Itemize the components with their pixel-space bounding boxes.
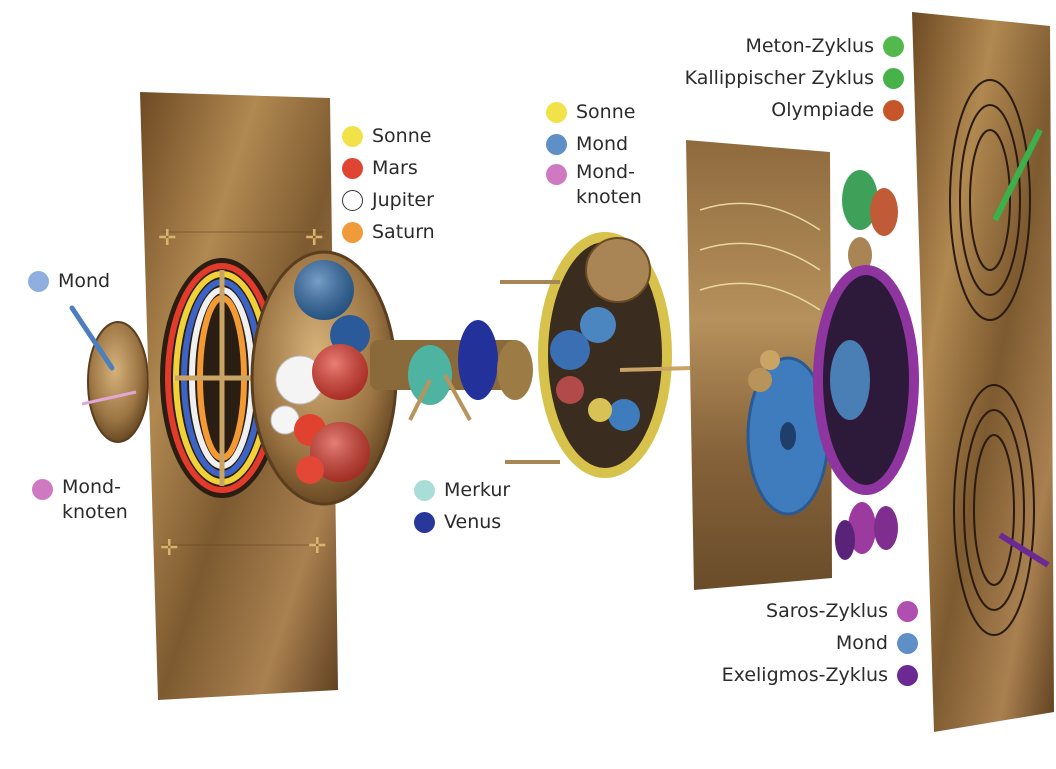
rear-plate: [686, 140, 832, 590]
legend-item-mondknoten-mid: Mond-knoten: [546, 160, 642, 210]
legend-label: Olympiade: [771, 99, 874, 121]
legend-item-jupiter: Jupiter: [342, 184, 435, 216]
legend-label: Mars: [372, 157, 418, 179]
legend-label: Mond-knoten: [576, 160, 642, 210]
circle-icon: [546, 102, 567, 123]
legend-item-sonne-mid: Sonne: [546, 96, 642, 128]
legend-item-olympiade: Olympiade: [685, 94, 904, 126]
legend-item-saturn: Saturn: [342, 216, 435, 248]
legend-label: Meton-Zyklus: [745, 35, 874, 57]
legend-label: Mond: [58, 270, 110, 292]
moon-pointer-disc: [72, 308, 148, 442]
circle-icon: [414, 480, 435, 501]
legend-item-sonne: Sonne: [342, 120, 435, 152]
legend-label: Mond: [576, 133, 628, 155]
circle-outline-icon: [342, 190, 363, 211]
svg-text:✛: ✛: [308, 534, 326, 559]
circle-icon: [897, 633, 918, 654]
legend-item-mond-back: Mond: [722, 627, 918, 659]
legend-middle: Sonne Mond Mond-knoten: [546, 96, 642, 210]
legend-label: Sonne: [576, 101, 635, 123]
svg-text:✛: ✛: [158, 226, 176, 251]
legend-label: Sonne: [372, 125, 431, 147]
circle-icon: [897, 665, 918, 686]
legend-mondknoten-left: Mond-knoten: [32, 475, 128, 525]
circle-icon: [342, 222, 363, 243]
legend-item-venus: Venus: [414, 506, 510, 538]
legend-item-mond-mid: Mond: [546, 128, 642, 160]
svg-text:✛: ✛: [305, 226, 323, 251]
legend-inner-planets: Merkur Venus: [414, 474, 510, 538]
legend-item-saros: Saros-Zyklus: [722, 595, 918, 627]
legend-item-kallippisch: Kallippischer Zyklus: [685, 62, 904, 94]
back-plate-spiral-dials: [912, 12, 1054, 732]
legend-item-merkur: Merkur: [414, 474, 510, 506]
circle-icon: [546, 134, 567, 155]
legend-item-mars: Mars: [342, 152, 435, 184]
legend-cycles-bottom: Saros-Zyklus Mond Exeligmos-Zyklus: [722, 595, 918, 691]
legend-planets: Sonne Mars Jupiter Saturn: [342, 120, 435, 248]
circle-icon: [546, 164, 567, 185]
svg-text:✛: ✛: [160, 536, 178, 561]
circle-icon: [883, 100, 904, 121]
legend-item-meton: Meton-Zyklus: [685, 30, 904, 62]
circle-icon: [342, 126, 363, 147]
legend-label: Mond-knoten: [62, 475, 128, 525]
legend-item-exeligmos: Exeligmos-Zyklus: [722, 659, 918, 691]
circle-icon: [883, 68, 904, 89]
legend-label: Jupiter: [372, 189, 434, 211]
back-gear-train: [818, 170, 914, 560]
legend-label: Kallippischer Zyklus: [685, 67, 874, 89]
legend-item-mondknoten: Mond-knoten: [32, 475, 128, 525]
legend-label: Venus: [444, 511, 501, 533]
circle-icon: [414, 512, 435, 533]
legend-mond-left: Mond: [28, 265, 110, 297]
legend-cycles-top: Meton-Zyklus Kallippischer Zyklus Olympi…: [685, 30, 904, 126]
legend-label: Saturn: [372, 221, 435, 243]
circle-icon: [897, 601, 918, 622]
circle-icon: [883, 36, 904, 57]
circle-icon: [342, 158, 363, 179]
legend-item-mond: Mond: [28, 265, 110, 297]
legend-label: Exeligmos-Zyklus: [722, 664, 888, 686]
legend-label: Mond: [836, 632, 888, 654]
circle-icon: [28, 271, 49, 292]
circle-icon: [32, 479, 53, 500]
legend-label: Saros-Zyklus: [766, 600, 888, 622]
legend-label: Merkur: [444, 479, 510, 501]
